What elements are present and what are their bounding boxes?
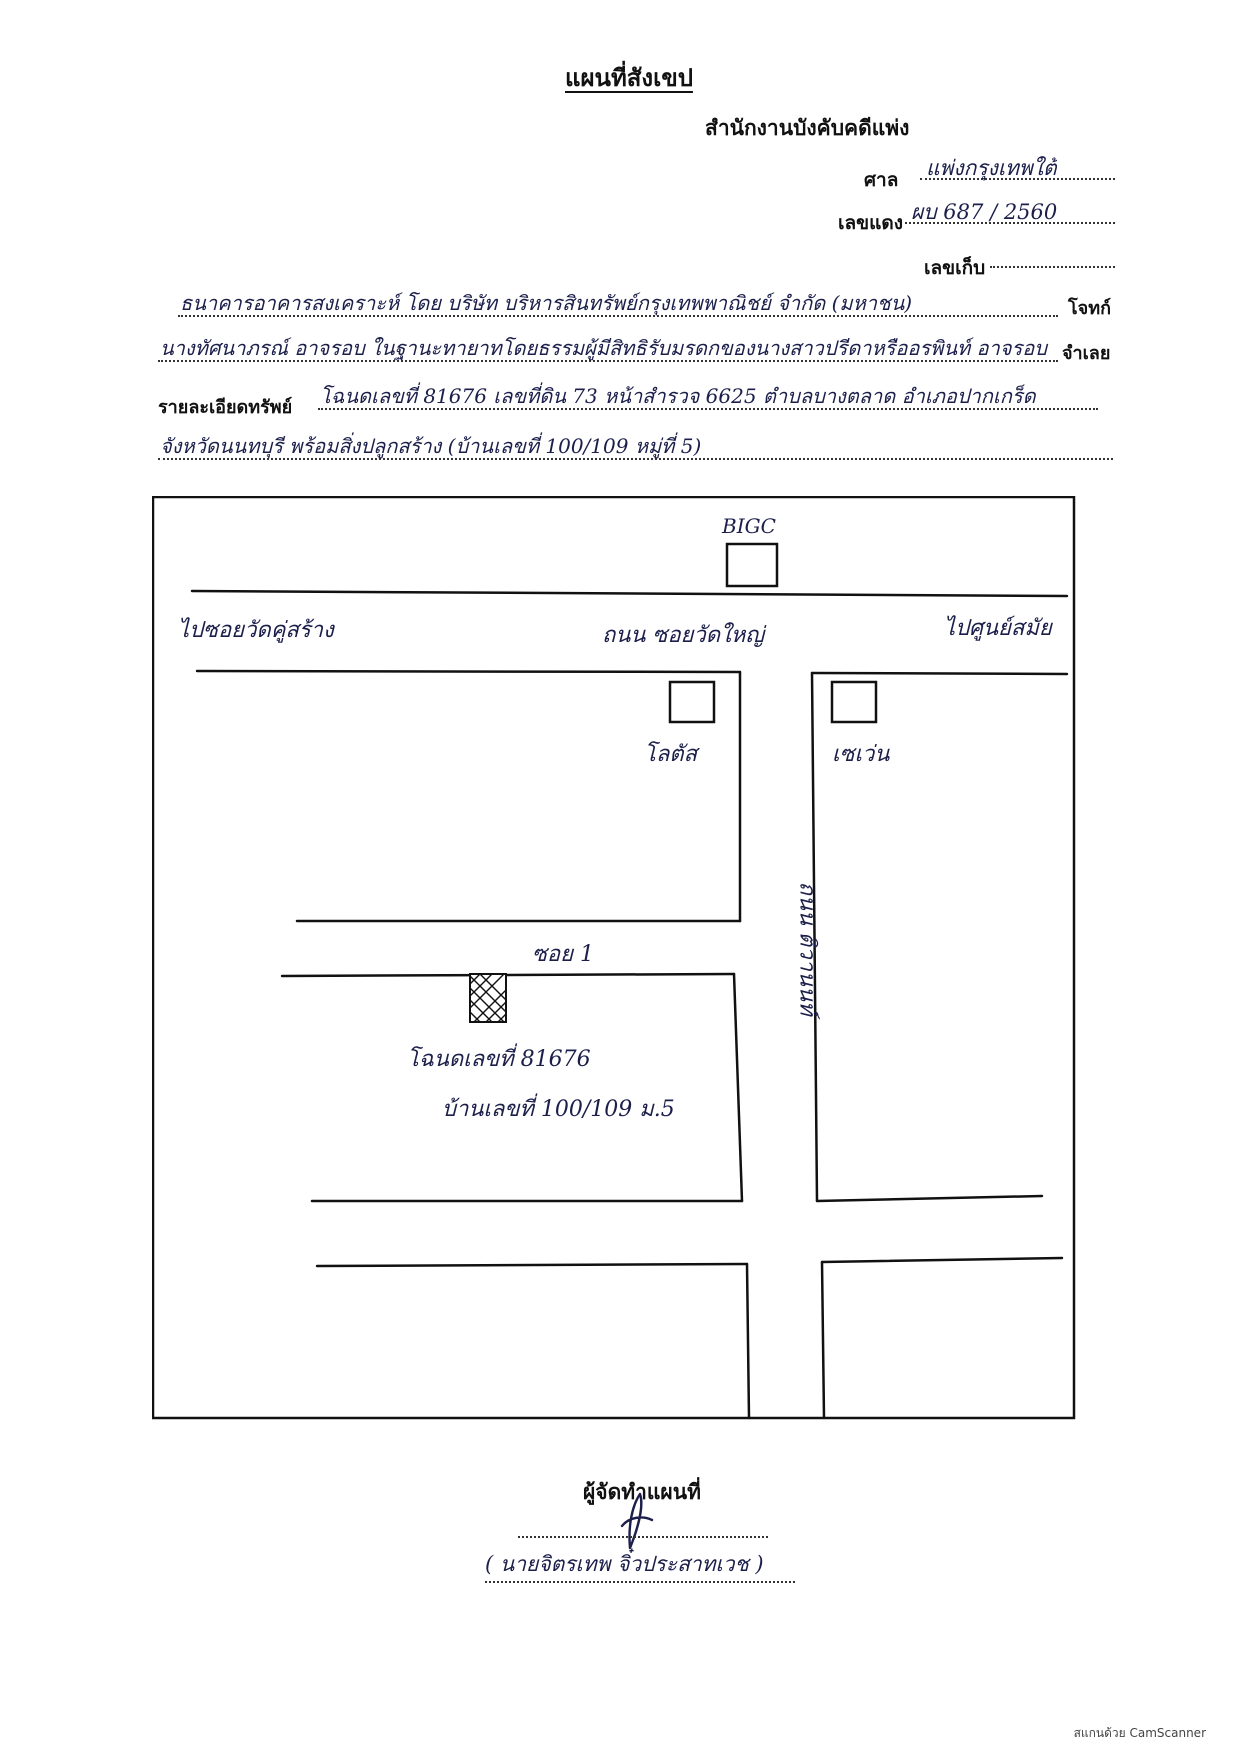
property-label: รายละเอียดทรัพย์ bbox=[158, 397, 293, 418]
seven-eleven-building-icon bbox=[830, 680, 878, 724]
signature-line bbox=[518, 1534, 768, 1538]
document-title: แผนที่สังเขป bbox=[565, 64, 693, 92]
scanner-watermark: สแกนด้วย CamScanner bbox=[1073, 1726, 1206, 1740]
red-case-label: เลขแดง bbox=[838, 212, 903, 234]
property-value-1: โฉนดเลขที่ 81676 เลขที่ดิน 73 หน้าสำรวจ … bbox=[320, 384, 1036, 408]
side-road-right-edge-upper bbox=[810, 671, 819, 1203]
map-label-bigc: BIGC bbox=[722, 514, 776, 538]
court-field: แพ่งกรุงเทพใต้ bbox=[920, 152, 1115, 180]
property-field-1: โฉนดเลขที่ 81676 เลขที่ดิน 73 หน้าสำรวจ … bbox=[318, 378, 1098, 410]
plaintiff-value: ธนาคารอาคารสงเคราะห์ โดย บริษัท บริหารสิ… bbox=[180, 291, 913, 315]
map-label-right-direction: ไปศูนย์สมัย bbox=[944, 616, 1052, 641]
map-frame bbox=[151, 495, 1076, 1420]
cross-street-bottom-right bbox=[820, 1256, 1064, 1264]
map-label-left-direction: ไปซอยวัดคู่สร้าง bbox=[178, 618, 334, 643]
main-road-bottom-edge-right bbox=[810, 671, 1069, 676]
red-case-field: ผบ 687 / 2560 bbox=[905, 196, 1115, 224]
side-road-right-edge-lower bbox=[820, 1260, 826, 1420]
signer-name: ( นายจิตรเทพ จิ๋วประสาทเวช ) bbox=[485, 1548, 795, 1583]
map-label-seven-eleven: เซเว่น bbox=[832, 742, 890, 767]
main-road-top-edge bbox=[190, 589, 1069, 598]
alley-bottom-edge bbox=[280, 972, 736, 978]
storage-no-field bbox=[990, 244, 1115, 268]
red-case-value: ผบ 687 / 2560 bbox=[911, 200, 1058, 224]
map-label-house-no: บ้านเลขที่ 100/109 ม.5 bbox=[442, 1097, 675, 1122]
property-plot-icon bbox=[469, 973, 507, 1023]
plaintiff-label: โจทก์ bbox=[1068, 298, 1111, 319]
main-road-bottom-edge-left bbox=[195, 669, 742, 674]
plaintiff-field: ธนาคารอาคารสงเคราะห์ โดย บริษัท บริหารสิ… bbox=[178, 285, 1058, 317]
map-label-main-road: ถนน ซอยวัดใหญ่ bbox=[602, 623, 765, 648]
storage-no-label: เลขเก็บ bbox=[924, 257, 986, 279]
bigc-building-icon bbox=[725, 542, 779, 588]
defendant-field: นางทัศนาภรณ์ อาจรอบ ในฐานะทายาทโดยธรรมผู… bbox=[158, 330, 1058, 362]
side-road-left-edge-middle bbox=[732, 972, 744, 1203]
side-road-left-edge-lower bbox=[745, 1262, 751, 1420]
defendant-value: นางทัศนาภรณ์ อาจรอบ ในฐานะทายาทโดยธรรมผู… bbox=[160, 336, 1047, 360]
court-label: ศาล bbox=[864, 169, 899, 191]
cross-street-top-right bbox=[815, 1194, 1044, 1203]
property-field-2: จังหวัดนนทบุรี พร้อมสิ่งปลูกสร้าง (บ้านเ… bbox=[158, 428, 1113, 460]
map-label-alley: ซอย 1 bbox=[532, 942, 595, 967]
lotus-building-icon bbox=[668, 680, 716, 724]
defendant-label: จำเลย bbox=[1062, 343, 1111, 364]
signature-mark bbox=[620, 1492, 654, 1550]
map-label-side-road: ถนน ติวานนท์ bbox=[794, 881, 820, 1016]
map-label-lotus: โลตัส bbox=[644, 742, 698, 767]
property-value-2: จังหวัดนนทบุรี พร้อมสิ่งปลูกสร้าง (บ้านเ… bbox=[160, 434, 702, 458]
map-drawing bbox=[151, 495, 1076, 1420]
court-value: แพ่งกรุงเทพใต้ bbox=[926, 156, 1057, 180]
map-label-deed: โฉนดเลขที่ 81676 bbox=[407, 1047, 591, 1072]
sketch-map: BIGC ไปซอยวัดคู่สร้าง ถนน ซอยวัดใหญ่ ไปศ… bbox=[151, 495, 1077, 1421]
cross-street-bottom-left bbox=[315, 1262, 749, 1268]
office-name: สำนักงานบังคับคดีแพ่ง bbox=[705, 116, 910, 140]
